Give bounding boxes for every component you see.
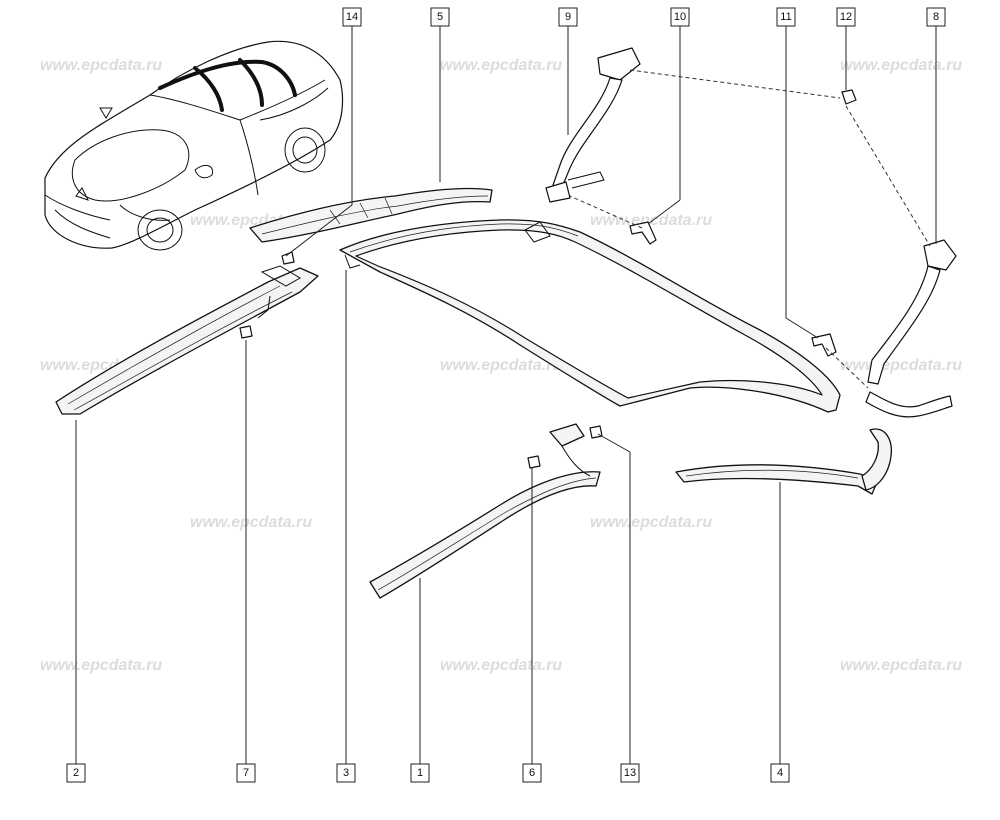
callout-13: 13 bbox=[620, 763, 640, 783]
part-4-rail bbox=[675, 428, 892, 495]
callout-label: 8 bbox=[933, 11, 939, 23]
callout-label: 7 bbox=[243, 767, 249, 779]
watermark: www.epcdata.ru bbox=[40, 657, 162, 674]
watermark: www.epcdata.ru bbox=[440, 357, 562, 374]
part-13-screw bbox=[589, 425, 603, 439]
part-10-clip bbox=[629, 221, 657, 245]
callout-label: 5 bbox=[437, 11, 443, 23]
routing-lines bbox=[569, 69, 931, 389]
callout-label: 1 bbox=[417, 767, 423, 779]
callout-5: 5 bbox=[430, 7, 450, 27]
watermark: www.epcdata.ru bbox=[40, 57, 162, 74]
part-7-nut bbox=[239, 325, 253, 339]
callout-label: 13 bbox=[624, 767, 636, 779]
callout-label: 14 bbox=[346, 11, 358, 23]
callout-1: 1 bbox=[410, 763, 430, 783]
callout-2: 2 bbox=[66, 763, 86, 783]
watermark: www.epcdata.ru bbox=[590, 514, 712, 531]
callout-label: 12 bbox=[840, 11, 852, 23]
callout-6: 6 bbox=[522, 763, 542, 783]
callout-label: 2 bbox=[73, 767, 79, 779]
callout-11: 11 bbox=[776, 7, 796, 27]
callout-label: 4 bbox=[777, 767, 783, 779]
callout-3: 3 bbox=[336, 763, 356, 783]
car-thumbnail bbox=[44, 40, 344, 251]
callout-label: 10 bbox=[674, 11, 686, 23]
callout-label: 6 bbox=[529, 767, 535, 779]
watermark: www.epcdata.ru bbox=[840, 357, 962, 374]
callout-9: 9 bbox=[558, 7, 578, 27]
callout-7: 7 bbox=[236, 763, 256, 783]
callout-label: 9 bbox=[565, 11, 571, 23]
watermark: www.epcdata.ru bbox=[190, 514, 312, 531]
callout-8: 8 bbox=[926, 7, 946, 27]
part-14-screw bbox=[281, 251, 295, 265]
part-12-nut bbox=[841, 89, 857, 105]
callout-12: 12 bbox=[836, 7, 856, 27]
part-8-hose bbox=[865, 239, 957, 418]
part-2-rail bbox=[55, 265, 319, 415]
callout-14: 14 bbox=[342, 7, 362, 27]
callout-label: 3 bbox=[343, 767, 349, 779]
watermark: www.epcdata.ru bbox=[840, 657, 962, 674]
watermark: www.epcdata.ru bbox=[590, 212, 712, 229]
watermark: www.epcdata.ru bbox=[440, 657, 562, 674]
callout-4: 4 bbox=[770, 763, 790, 783]
callout-label: 11 bbox=[780, 11, 791, 23]
part-5-rail bbox=[249, 187, 493, 243]
part-11-clip bbox=[811, 333, 837, 357]
leader-lines bbox=[75, 26, 937, 764]
watermark: www.epcdata.ru bbox=[840, 57, 962, 74]
watermark: www.epcdata.ru bbox=[440, 57, 562, 74]
part-9-hose bbox=[545, 47, 641, 203]
callout-10: 10 bbox=[670, 7, 690, 27]
part-6-nut bbox=[527, 455, 541, 469]
part-3-frame bbox=[339, 219, 841, 413]
part-1-pillar bbox=[369, 423, 601, 599]
